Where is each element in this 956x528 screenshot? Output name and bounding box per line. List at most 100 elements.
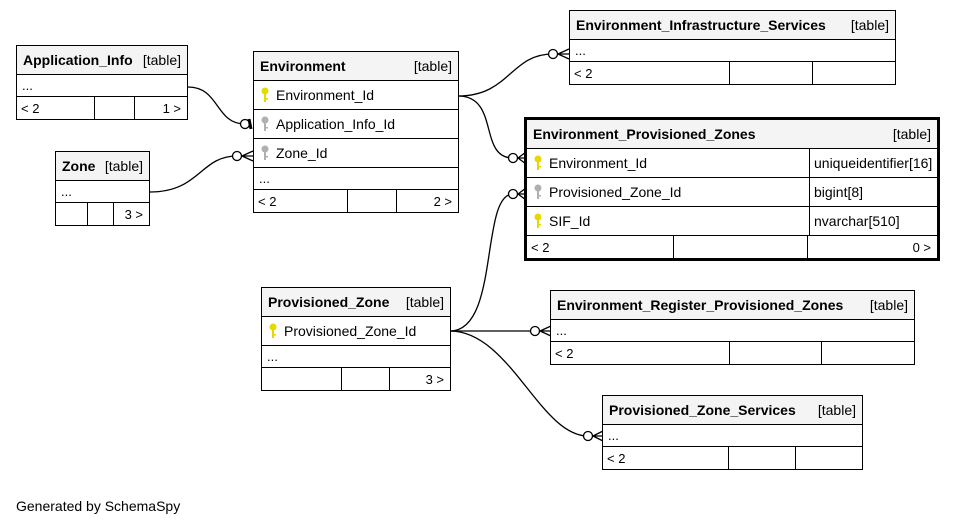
children-count[interactable]: 1 > <box>162 100 181 116</box>
table-kind: [table] <box>142 52 181 68</box>
table-application-info[interactable]: Application_Info [table] ... < 2 1 > <box>16 45 188 120</box>
table-name: Application_Info <box>23 52 133 68</box>
footer-cell <box>348 190 397 212</box>
column-row[interactable]: Environment_Id uniqueidentifier[16] <box>527 149 937 178</box>
more-columns: ... <box>262 346 450 368</box>
generated-by-label: Generated by SchemaSpy <box>16 498 181 514</box>
table-header: Environment_Infrastructure_Services [tab… <box>570 11 895 40</box>
column-name: SIF_Id <box>549 213 591 229</box>
optional-marker <box>547 48 559 60</box>
table-name: Zone <box>62 158 96 174</box>
footer-cell <box>729 447 796 469</box>
parents-count[interactable]: < 2 <box>570 62 730 84</box>
edge-application-info-environment <box>187 86 246 125</box>
foreign-key-icon <box>261 116 269 131</box>
more-columns: ... <box>551 320 914 342</box>
table-name: Provisioned_Zone <box>268 294 390 310</box>
column-row[interactable]: Provisioned_Zone_Id <box>262 317 450 346</box>
crowfoot-marker <box>539 325 552 337</box>
table-kind: [table] <box>817 402 856 418</box>
optional-marker <box>507 152 519 164</box>
table-footer: < 2 <box>551 342 914 364</box>
table-environment-infrastructure-services[interactable]: Environment_Infrastructure_Services [tab… <box>569 10 896 85</box>
column-name: Environment_Id <box>549 155 648 171</box>
crowfoot-marker <box>557 48 570 60</box>
table-environment-register-provisioned-zones[interactable]: Environment_Register_Provisioned_Zones [… <box>550 290 915 365</box>
table-name: Environment <box>260 58 346 74</box>
table-environment-provisioned-zones[interactable]: Environment_Provisioned_Zones [table] En… <box>524 117 940 261</box>
footer-cell <box>342 368 390 390</box>
table-footer: < 2 <box>570 62 895 84</box>
table-name: Environment_Register_Provisioned_Zones <box>557 297 844 313</box>
table-header: Provisioned_Zone_Services [table] <box>603 396 862 425</box>
more-columns: ... <box>17 75 187 97</box>
optional-marker <box>529 325 541 337</box>
column-name: Application_Info_Id <box>276 116 396 132</box>
table-zone[interactable]: Zone [table] ... 3 > <box>55 151 150 226</box>
table-header: Application_Info [table] <box>17 46 187 75</box>
table-footer: < 2 <box>603 447 862 469</box>
table-kind: [table] <box>405 294 444 310</box>
table-provisioned-zone[interactable]: Provisioned_Zone [table] Provisioned_Zon… <box>261 287 451 391</box>
column-type: nvarchar[510] <box>809 207 937 235</box>
table-kind: [table] <box>850 17 889 33</box>
column-name: Provisioned_Zone_Id <box>284 323 417 339</box>
children-count[interactable]: 2 > <box>433 193 452 209</box>
column-type: uniqueidentifier[16] <box>809 149 937 177</box>
table-header: Environment_Provisioned_Zones [table] <box>527 120 937 149</box>
column-name: Zone_Id <box>276 145 328 161</box>
parents-count[interactable]: < 2 <box>17 97 95 119</box>
foreign-key-icon <box>261 145 269 160</box>
table-name: Environment_Infrastructure_Services <box>576 17 826 33</box>
primary-key-icon <box>534 213 542 228</box>
edge-provisioned-zone-pzs <box>449 330 589 437</box>
primary-key-icon <box>534 155 542 170</box>
column-row[interactable]: SIF_Id nvarchar[510] <box>527 207 937 236</box>
footer-cell <box>262 368 342 390</box>
parents-count[interactable]: < 2 <box>551 342 730 364</box>
parents-count[interactable]: < 2 <box>254 190 348 212</box>
primary-key-icon <box>269 323 277 338</box>
column-row[interactable]: Zone_Id <box>254 139 458 168</box>
optional-marker <box>507 188 519 200</box>
table-environment[interactable]: Environment [table] Environment_Id Appli… <box>253 51 459 213</box>
table-footer: 3 > <box>56 203 149 225</box>
edge-environment-infra-services <box>457 53 554 97</box>
table-provisioned-zone-services[interactable]: Provisioned_Zone_Services [table] ... < … <box>602 395 863 470</box>
column-type: bigint[8] <box>809 178 937 206</box>
column-name: Environment_Id <box>276 87 375 103</box>
edge-zone-environment <box>149 155 238 193</box>
one-marker <box>247 118 253 130</box>
table-header: Provisioned_Zone [table] <box>262 288 450 317</box>
table-footer: 3 > <box>262 368 450 390</box>
more-columns: ... <box>570 40 895 62</box>
table-kind: [table] <box>892 126 931 142</box>
more-columns: ... <box>254 168 458 190</box>
column-row[interactable]: Provisioned_Zone_Id bigint[8] <box>527 178 937 207</box>
crowfoot-marker <box>241 150 254 162</box>
primary-key-icon <box>261 87 269 102</box>
children-count[interactable]: 0 > <box>912 239 931 255</box>
column-row[interactable]: Application_Info_Id <box>254 110 458 139</box>
table-header: Zone [table] <box>56 152 149 181</box>
parents-count[interactable]: < 2 <box>527 236 674 258</box>
parents-count[interactable]: < 2 <box>603 447 729 469</box>
children-count[interactable]: 3 > <box>425 371 444 387</box>
footer-cell <box>95 97 135 119</box>
more-columns: ... <box>56 181 149 203</box>
footer-cell <box>813 62 895 84</box>
footer-cell <box>730 62 813 84</box>
table-kind: [table] <box>413 58 452 74</box>
table-kind: [table] <box>104 158 143 174</box>
children-count[interactable]: 3 > <box>124 206 143 222</box>
table-kind: [table] <box>869 297 908 313</box>
table-name: Environment_Provisioned_Zones <box>533 126 756 142</box>
crowfoot-marker <box>592 430 604 442</box>
footer-cell <box>730 342 822 364</box>
table-footer: < 2 0 > <box>527 236 937 258</box>
footer-cell <box>56 203 88 225</box>
column-row[interactable]: Environment_Id <box>254 81 458 110</box>
table-footer: < 2 2 > <box>254 190 458 212</box>
optional-marker <box>231 150 243 162</box>
